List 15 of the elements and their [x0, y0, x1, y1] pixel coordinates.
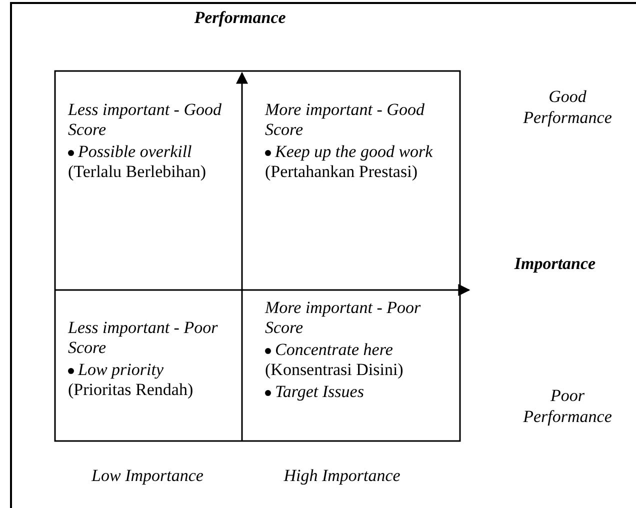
bullet-item: Keep up the good work (Pertahankan Prestasi) [265, 142, 445, 182]
axis-label: Poor Performance [522, 385, 613, 427]
bullet-item: Target Issues [265, 382, 445, 402]
axis-label: Low Importance [90, 465, 204, 486]
axis-label: Good Performance [522, 86, 613, 128]
quadrant-heading: More important - Good Score [265, 100, 426, 140]
bullet-item: Low priority (Prioritas Rendah) [68, 360, 228, 400]
quadrant-heading: More important - Poor Score [265, 298, 422, 338]
bullet-item: Possible overkill (Terlalu Berlebihan) [68, 142, 228, 182]
axis-label: High Importance [282, 465, 402, 486]
quadrant-heading: Less important - Poor Score [68, 318, 219, 358]
axis-title: Importance [513, 253, 597, 274]
bullet-item: Concentrate here (Konsentrasi Disini) [265, 340, 445, 380]
axis-title: Performance [193, 7, 287, 28]
quadrant-heading: Less important - Good Score [68, 100, 222, 140]
